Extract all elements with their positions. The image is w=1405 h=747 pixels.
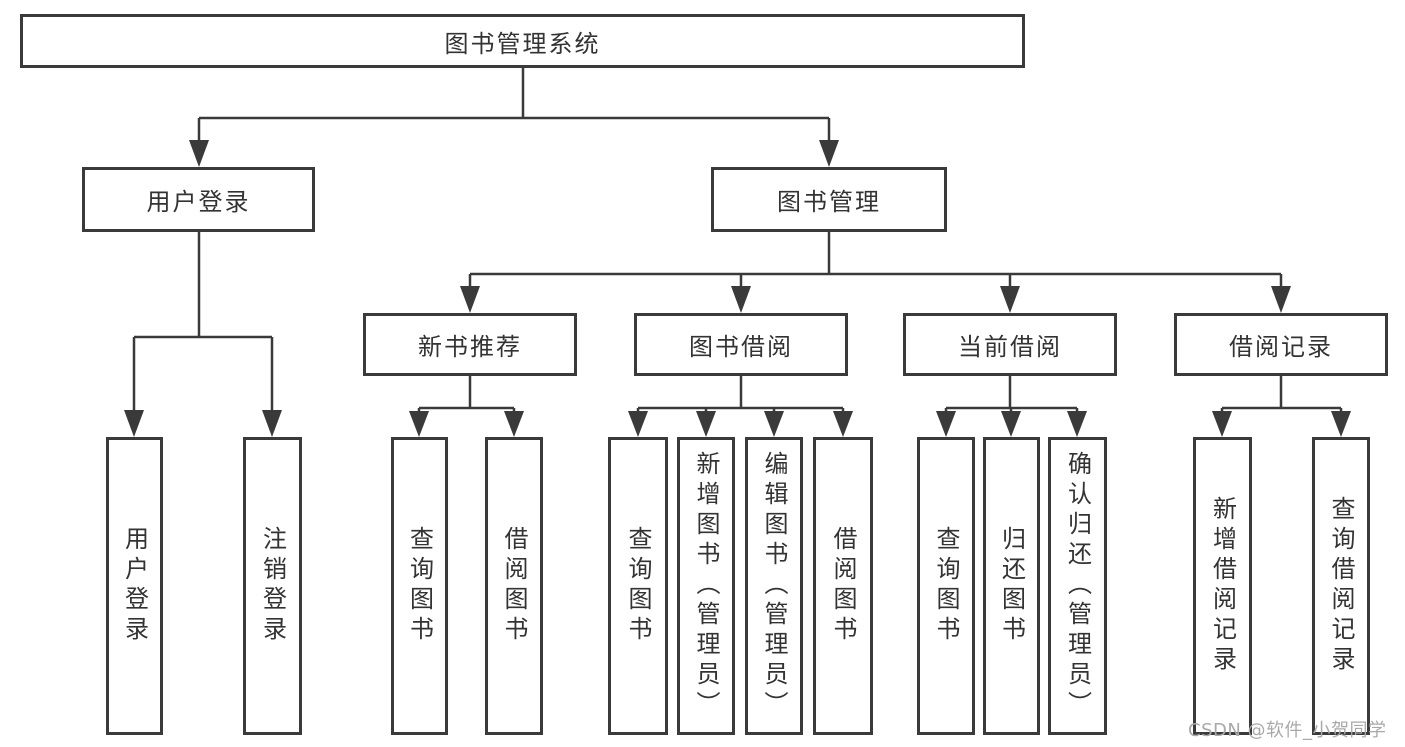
node-borrow-book-under-borrowing: 借阅图书	[813, 437, 873, 735]
node-query-borrow-record: 查询借阅记录	[1312, 437, 1370, 735]
node-query-book-under-borrowing: 查询图书	[608, 437, 668, 735]
node-confirm-return-admin: 确认归还（管理员）	[1048, 437, 1107, 735]
node-add-book-admin: 新增图书（管理员）	[677, 437, 735, 735]
node-return-book: 归还图书	[983, 437, 1040, 735]
node-user-login-branch: 用户登录	[82, 167, 315, 232]
node-query-book-under-recommend: 查询图书	[391, 437, 448, 735]
node-new-book-recommend: 新书推荐	[363, 313, 577, 376]
node-query-book-under-current: 查询图书	[917, 437, 975, 735]
node-borrowing-records: 借阅记录	[1174, 313, 1388, 376]
node-book-management-branch: 图书管理	[711, 167, 947, 232]
node-logout-leaf: 注销登录	[243, 437, 302, 735]
node-library-management-system: 图书管理系统	[20, 14, 1025, 68]
node-edit-book-admin: 编辑图书（管理员）	[745, 437, 803, 735]
node-borrow-book-under-recommend: 借阅图书	[485, 437, 543, 735]
csdn-watermark: CSDN @软件_小贺同学	[1188, 720, 1387, 741]
node-current-borrowing: 当前借阅	[903, 313, 1117, 376]
node-add-borrow-record: 新增借阅记录	[1193, 437, 1252, 735]
node-user-login-leaf: 用户登录	[106, 437, 163, 735]
node-book-borrowing: 图书借阅	[634, 313, 848, 376]
